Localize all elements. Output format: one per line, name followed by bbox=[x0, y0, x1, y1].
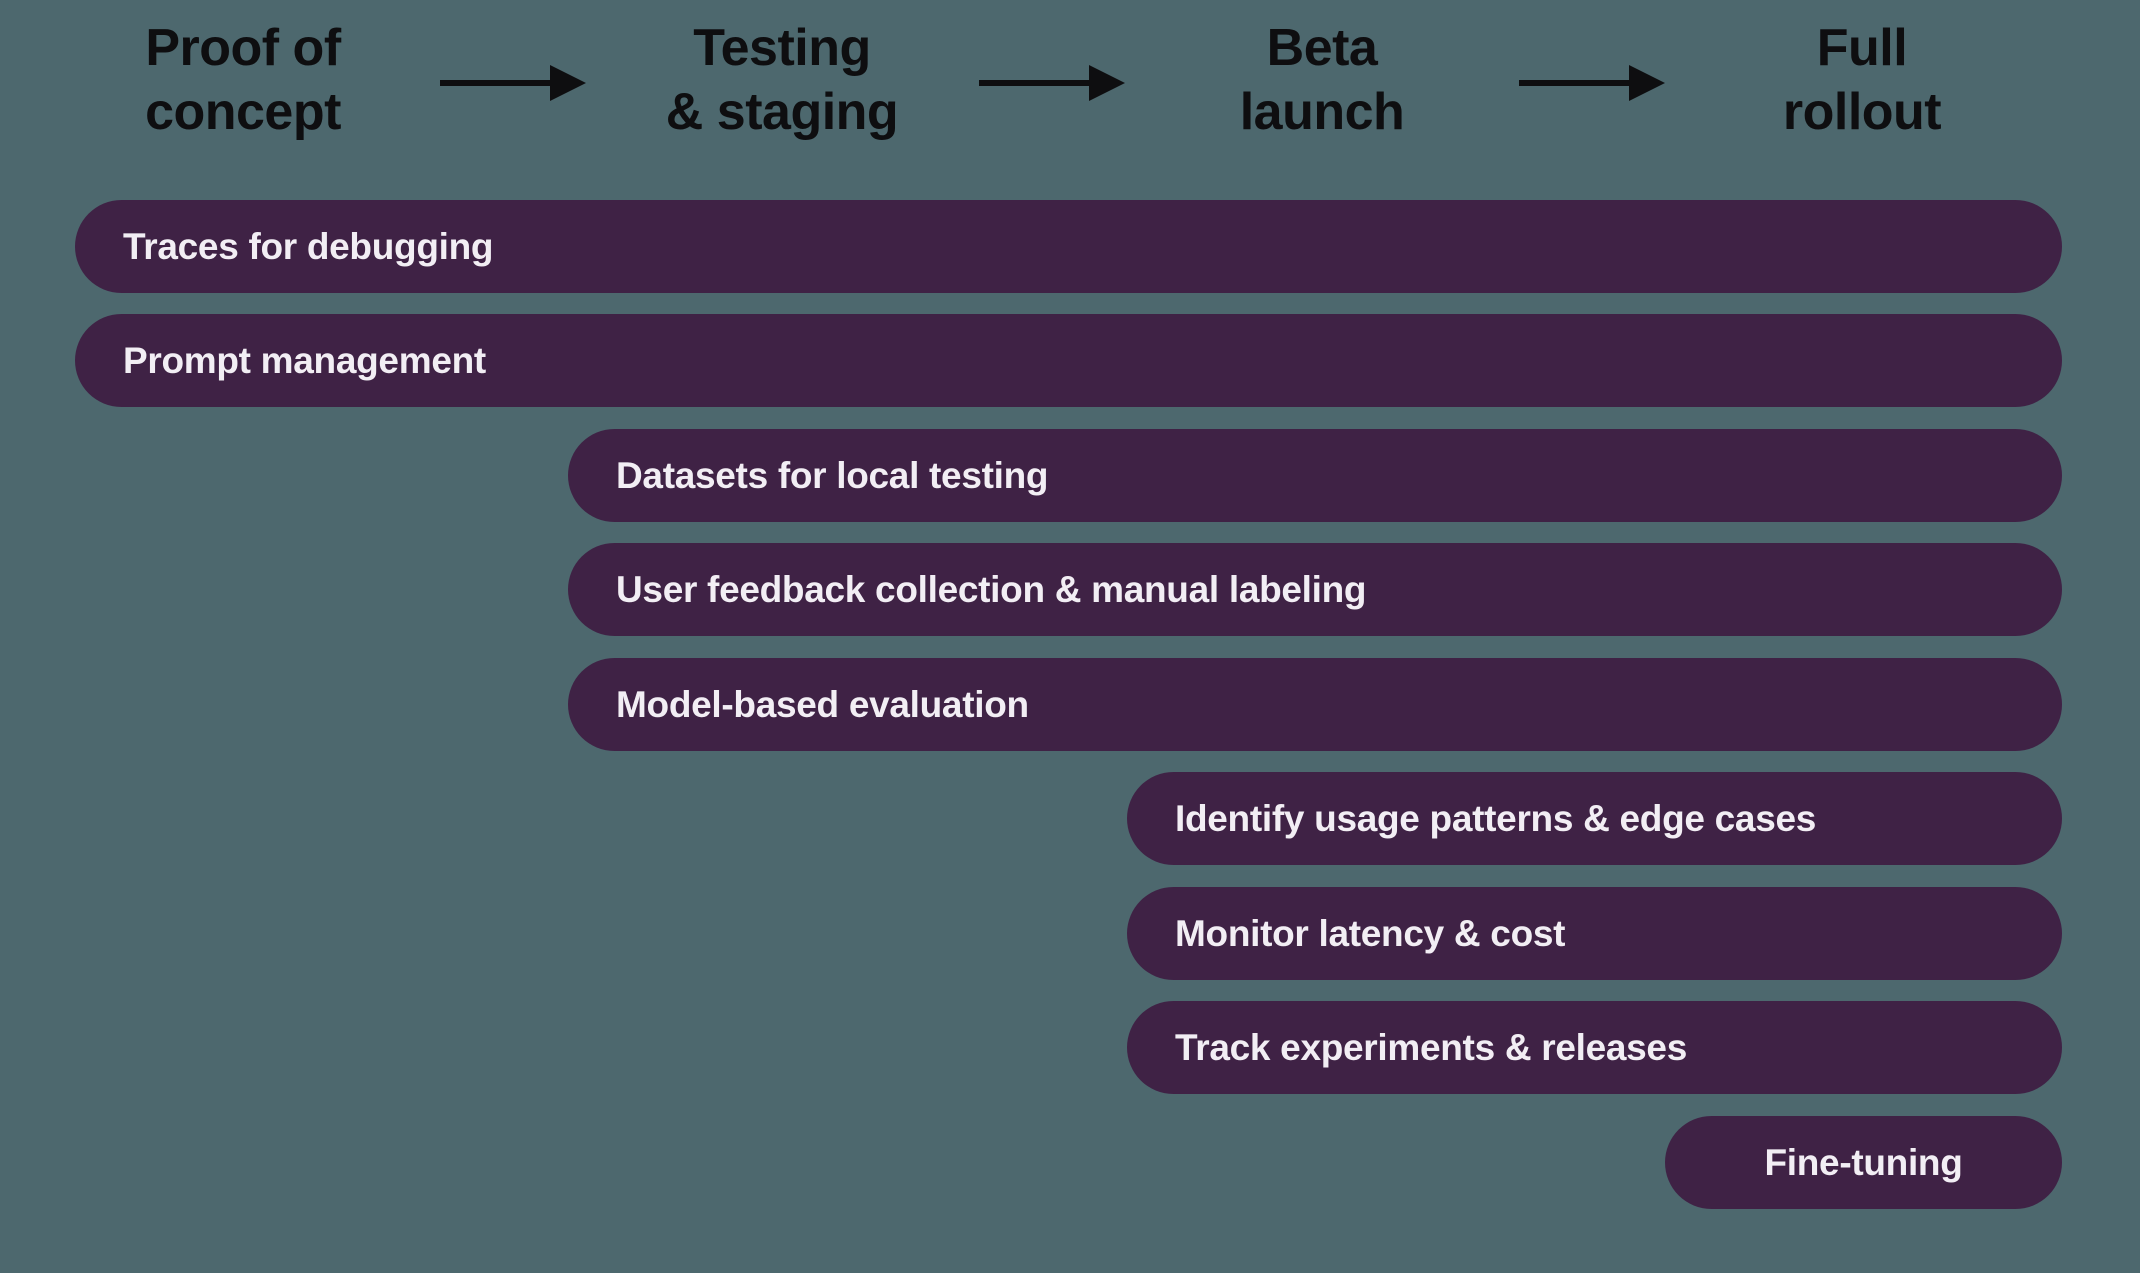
bar-label: User feedback collection & manual labeli… bbox=[616, 568, 1367, 610]
stage-label-beta-launch: Beta launch bbox=[1102, 16, 1542, 144]
bar-traces-for-debugging: Traces for debugging bbox=[75, 200, 2062, 293]
stage-label-line: Full bbox=[1816, 19, 1908, 77]
stage-label-line: rollout bbox=[1782, 83, 1942, 141]
bar-label: Model-based evaluation bbox=[616, 683, 1029, 725]
stage-label-testing-staging: Testing & staging bbox=[562, 16, 1002, 144]
bar-datasets-for-local-testing: Datasets for local testing bbox=[568, 429, 2062, 522]
right-arrow-icon bbox=[1519, 65, 1665, 101]
bar-model-based-evaluation: Model-based evaluation bbox=[568, 658, 2062, 751]
bar-track-experiments-releases: Track experiments & releases bbox=[1127, 1001, 2062, 1094]
bar-label: Monitor latency & cost bbox=[1175, 912, 1566, 954]
bar-fine-tuning: Fine-tuning bbox=[1665, 1116, 2062, 1209]
stage-label-line: Beta bbox=[1266, 19, 1378, 77]
bar-identify-usage-patterns: Identify usage patterns & edge cases bbox=[1127, 772, 2062, 865]
bar-label: Fine-tuning bbox=[1764, 1141, 1963, 1183]
stage-label-line: concept bbox=[145, 83, 341, 141]
stage-label-line: & staging bbox=[665, 83, 899, 141]
bar-prompt-management: Prompt management bbox=[75, 314, 2062, 407]
bar-label: Datasets for local testing bbox=[616, 454, 1049, 496]
right-arrow-icon bbox=[440, 65, 586, 101]
bar-label: Track experiments & releases bbox=[1175, 1026, 1687, 1068]
stage-label-line: Proof of bbox=[145, 19, 341, 77]
bar-monitor-latency-cost: Monitor latency & cost bbox=[1127, 887, 2062, 980]
stage-label-full-rollout: Full rollout bbox=[1642, 16, 2082, 144]
right-arrow-icon bbox=[979, 65, 1125, 101]
bar-label: Traces for debugging bbox=[123, 225, 494, 267]
stage-label-proof-of-concept: Proof of concept bbox=[23, 16, 463, 144]
bar-label: Identify usage patterns & edge cases bbox=[1175, 797, 1817, 839]
bar-user-feedback-collection: User feedback collection & manual labeli… bbox=[568, 543, 2062, 636]
stage-label-line: Testing bbox=[693, 19, 871, 77]
stage-label-line: launch bbox=[1239, 83, 1405, 141]
bar-label: Prompt management bbox=[123, 339, 486, 381]
